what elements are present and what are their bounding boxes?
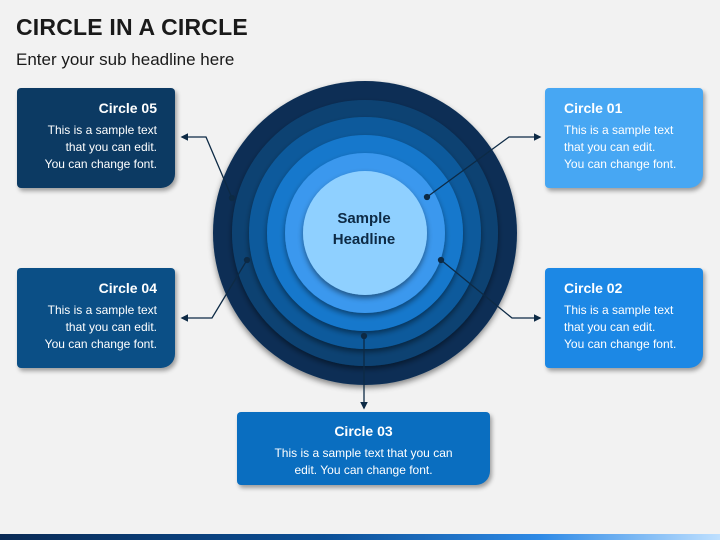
connector-circle-05 [180,133,233,199]
connector-circle-04 [180,259,248,322]
center-circle [303,171,427,295]
circle-04-text-line3: You can change font. [44,337,157,351]
circle-03-box: Circle 03 This is a sample text that you… [237,412,490,485]
circle-05-text-line3: You can change font. [44,157,157,171]
circle-05-text-line1: This is a sample text [47,123,157,137]
circle-03-text-line1: This is a sample text that you can [274,446,453,460]
circle-02-text-line1: This is a sample text [564,303,674,317]
connector-circle-01 [426,133,542,198]
page-subtitle: Enter your sub headline here [16,50,235,69]
connector-circle-02 [440,259,542,322]
circle-01-text-line2: that you can edit. [564,140,656,154]
circle-02-text-line2: that you can edit. [564,320,656,334]
circle-05-box: Circle 05 This is a sample text that you… [17,88,175,188]
circle-02-title: Circle 02 [564,280,623,296]
circle-03-title: Circle 03 [334,423,393,439]
circle-04-title: Circle 04 [98,280,157,296]
circle-03-text-line2: edit. You can change font. [294,463,433,477]
circle-01-title: Circle 01 [564,100,623,116]
circle-01-text-line1: This is a sample text [564,123,674,137]
center-headline-line1: Sample [337,210,391,227]
page-title: CIRCLE IN A CIRCLE [16,14,248,40]
center-headline-line2: Headline [332,231,396,248]
circle-02-box: Circle 02 This is a sample text that you… [545,268,703,368]
circle-04-text-line1: This is a sample text [47,303,157,317]
circle-05-title: Circle 05 [98,100,157,116]
circle-02-text-line3: You can change font. [564,337,677,351]
circle-01-box: Circle 01 This is a sample text that you… [545,88,703,188]
circle-05-text-line2: that you can edit. [65,140,157,154]
center-headline: Sample Headline [300,208,428,250]
bottom-accent-bar [0,534,720,540]
circle-04-box: Circle 04 This is a sample text that you… [17,268,175,368]
circle-04-text-line2: that you can edit. [65,320,157,334]
circle-01-text-line3: You can change font. [564,157,677,171]
